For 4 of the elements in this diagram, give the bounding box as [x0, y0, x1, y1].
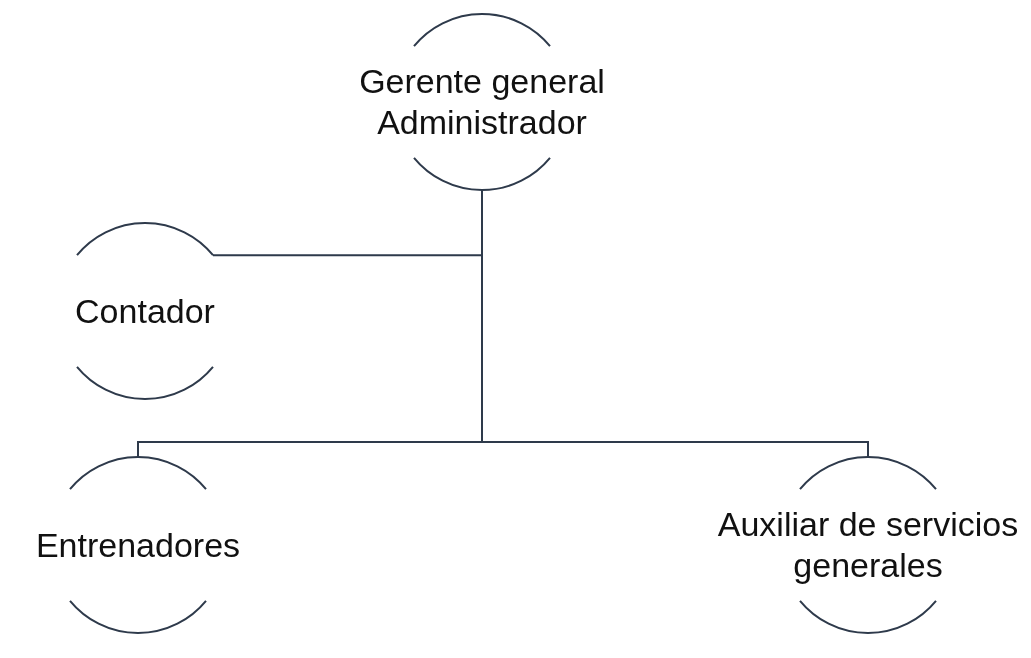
node-label: Auxiliar de servicios generales [716, 504, 1020, 586]
node-label: Entrenadores [35, 524, 241, 566]
node-label: Contador [75, 290, 215, 332]
node-label: Gerente general Administrador [358, 61, 606, 143]
